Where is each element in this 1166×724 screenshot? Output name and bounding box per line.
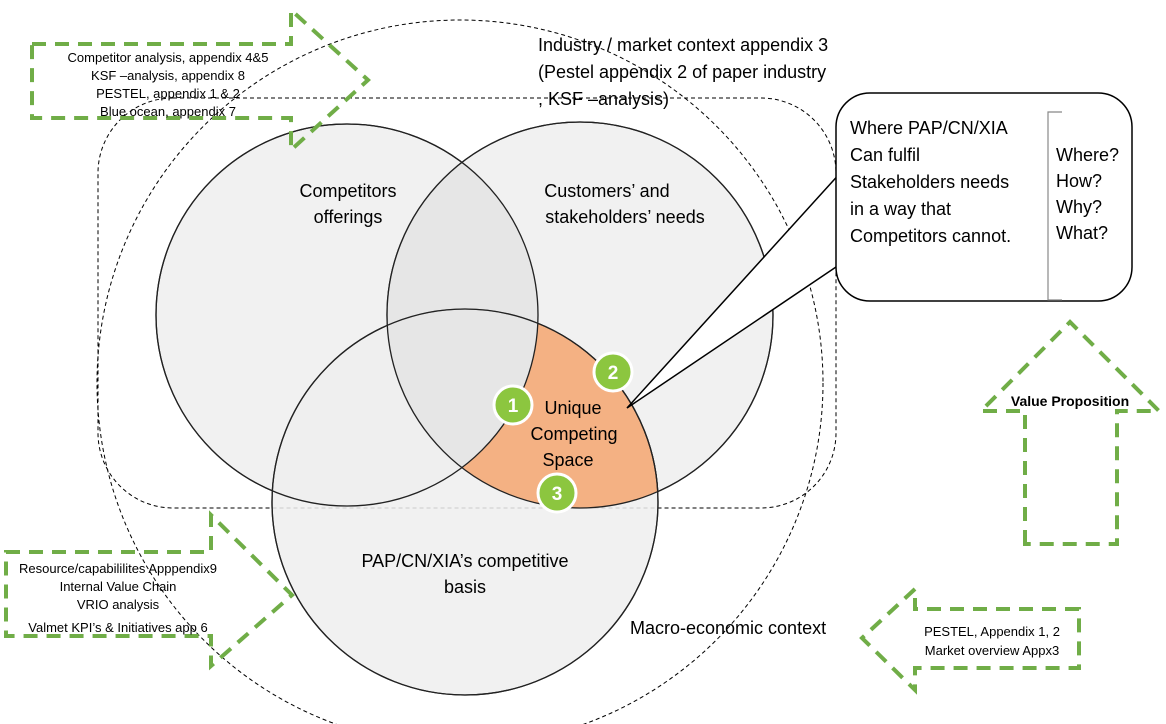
callout-line-2: Can fulfil xyxy=(850,145,920,165)
basis-circle-outline xyxy=(271,308,659,696)
marker-1-label: 1 xyxy=(508,396,519,417)
valmet-kpi-label: Valmet KPI’s & Initiatives app 6 xyxy=(28,620,207,635)
industry-context-line-2: (Pestel appendix 2 of paper industry xyxy=(538,62,826,82)
marker-3-label: 3 xyxy=(552,484,563,505)
vrio-analysis-label: VRIO analysis xyxy=(77,597,160,612)
industry-context-text: Industry / market context appendix 3 (Pe… xyxy=(538,35,828,109)
ksf-analysis-label: KSF –analysis, appendix 8 xyxy=(91,68,245,83)
value-proposition-arrow xyxy=(976,319,1164,546)
customers-label-2: stakeholders’ needs xyxy=(545,207,704,227)
callout-box xyxy=(835,92,1133,302)
customers-circle-outline xyxy=(386,121,774,509)
callout-line-4: in a way that xyxy=(850,199,951,219)
competitors-circle-outline xyxy=(155,123,539,507)
competitor-analysis-label: Competitor analysis, appendix 4&5 xyxy=(68,50,269,65)
question-why: Why? xyxy=(1056,197,1102,217)
industry-context-line-3: , KSF –analysis) xyxy=(538,89,669,109)
bottom-left-green-arrow xyxy=(4,510,295,671)
unique-label-2: Competing xyxy=(530,424,617,444)
macro-context-label: Macro-economic context xyxy=(630,618,826,638)
top-left-green-arrow xyxy=(30,5,371,155)
resource-capabilities-label: Resource/capabililites Apppendix9 xyxy=(19,561,217,576)
top-left-arrow-text: Competitor analysis, appendix 4&5 KSF –a… xyxy=(68,50,269,119)
industry-context-line-1: Industry / market context appendix 3 xyxy=(538,35,828,55)
competitors-label-2: offerings xyxy=(314,207,383,227)
customers-label-1: Customers’ and xyxy=(544,181,669,201)
blue-ocean-label: Blue ocean, appendix 7 xyxy=(100,104,236,119)
callout-line-3: Stakeholders needs xyxy=(850,172,1009,192)
internal-value-chain-label: Internal Value Chain xyxy=(60,579,177,594)
callout-bracket xyxy=(1047,111,1062,301)
basis-label-1: PAP/CN/XIA’s competitive xyxy=(361,551,568,571)
unique-label-1: Unique xyxy=(544,398,601,418)
pestel-label: PESTEL, appendix 1 & 2 xyxy=(96,86,240,101)
callout-text: Where PAP/CN/XIA Can fulfil Stakeholders… xyxy=(850,118,1119,246)
market-overview-label: Market overview Appx3 xyxy=(925,643,1059,658)
marker-3: 3 xyxy=(536,472,578,514)
competitors-customers-overlap xyxy=(387,124,538,506)
basis-label-2: basis xyxy=(444,577,486,597)
value-proposition-label: Value Proposition xyxy=(1011,393,1129,409)
question-what: What? xyxy=(1056,223,1108,243)
competitors-label-1: Competitors xyxy=(299,181,396,201)
bottom-right-arrow-text: PESTEL, Appendix 1, 2 Market overview Ap… xyxy=(924,624,1060,658)
industry-context-frame xyxy=(97,97,837,509)
callout-pointer xyxy=(626,159,853,409)
macro-context-circle xyxy=(96,19,824,724)
callout-line-1: Where PAP/CN/XIA xyxy=(850,118,1008,138)
question-how: How? xyxy=(1056,171,1102,191)
question-where: Where? xyxy=(1056,145,1119,165)
marker-2: 2 xyxy=(592,351,634,393)
bottom-left-arrow-text: Resource/capabililites Apppendix9 Intern… xyxy=(19,561,217,635)
marker-1: 1 xyxy=(492,384,534,426)
unique-label-3: Space xyxy=(542,450,593,470)
pestel-appendix-label: PESTEL, Appendix 1, 2 xyxy=(924,624,1060,639)
callout-line-5: Competitors cannot. xyxy=(850,226,1011,246)
bottom-right-green-arrow xyxy=(859,584,1081,695)
marker-2-label: 2 xyxy=(608,363,619,384)
